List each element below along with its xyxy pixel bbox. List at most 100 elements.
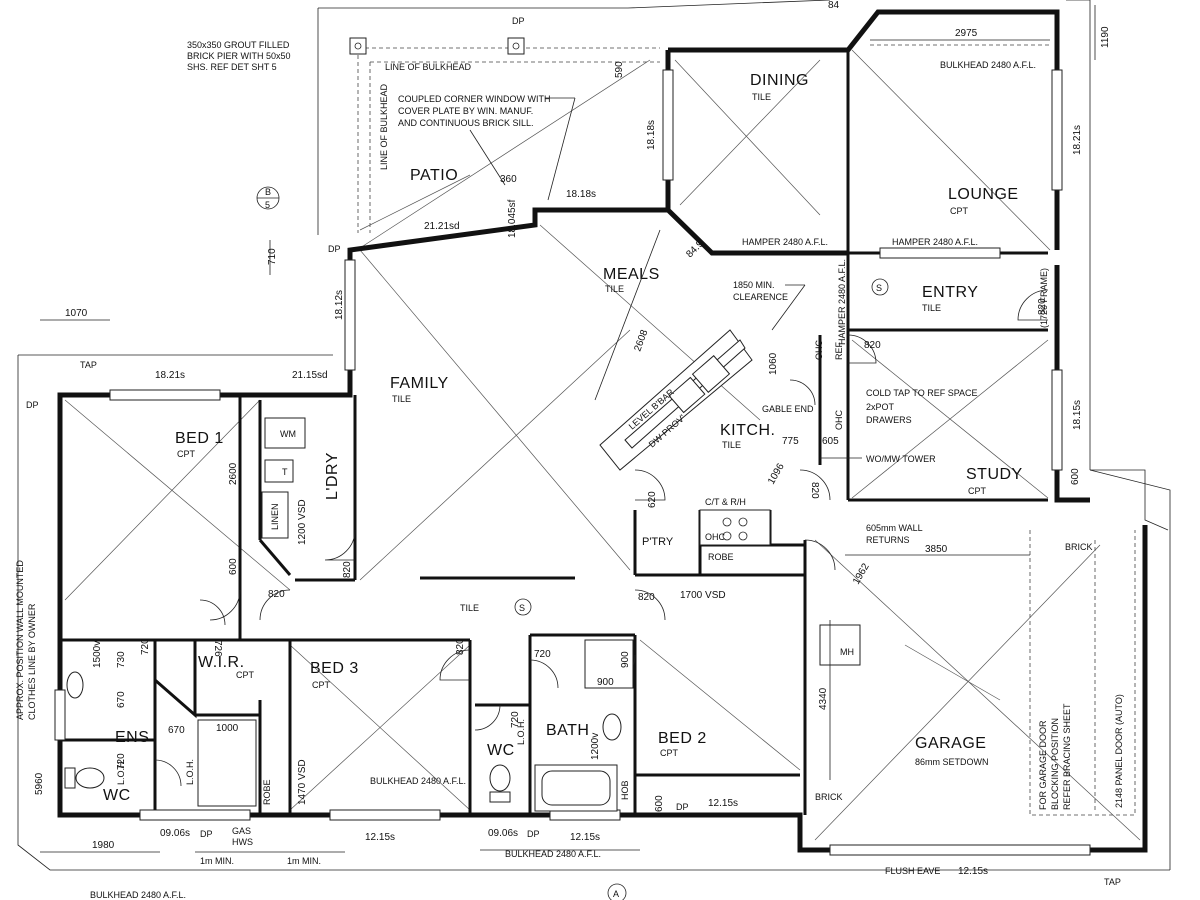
note-bulkhead-left: BULKHEAD 2480 A.F.L. [90, 890, 186, 900]
dim-1215-b: 12.15s [570, 832, 600, 843]
label-section-5: 5 [265, 200, 270, 210]
label-dp-5: DP [527, 829, 540, 839]
note-pier-1: 350x350 GROUT FILLED [187, 40, 290, 50]
dim-726: 726 [212, 640, 223, 657]
dim-1070: 1070 [65, 308, 88, 319]
note-bulkhead-top: BULKHEAD 2480 A.F.L. [940, 60, 1036, 70]
kitchen-island [599, 329, 753, 471]
note-panel-door: 2148 PANEL DOOR (AUTO) [1114, 694, 1124, 808]
windows [54, 69, 1091, 856]
dim-710: 710 [267, 248, 278, 265]
dim-360: 360 [500, 174, 517, 185]
dim-2121: 21.21sd [424, 221, 460, 232]
toilet-wc [489, 764, 511, 792]
note-clearance-1: 1850 MIN. [733, 280, 775, 290]
note-hamper-1: HAMPER 2480 A.F.L. [742, 237, 828, 247]
dim-1500: 1500v [92, 641, 103, 668]
dim-820-laundry: 820 [342, 561, 353, 578]
dim-820-bed3: 820 [455, 638, 466, 655]
dim-775: 775 [782, 436, 799, 447]
room-patio: PATIO [410, 167, 458, 184]
note-bulkhead-bottom: BULKHEAD 2480 A.F.L. [505, 849, 601, 859]
note-clearance-2: CLEARENCE [733, 292, 788, 302]
room-kitchen: KITCH. [720, 422, 775, 439]
note-window-3: AND CONTINUOUS BRICK SILL. [398, 118, 534, 128]
room-entry-finish: TILE [922, 303, 941, 313]
dim-1215-d: 12.15s [958, 866, 988, 877]
note-wall-returns-2: RETURNS [866, 535, 910, 545]
label-linen: LINEN [270, 503, 280, 530]
dim-1200v: 1200v [590, 733, 601, 760]
dim-1815: 18.15s [1072, 400, 1083, 430]
note-tap-2: TAP [1104, 877, 1121, 887]
dim-720-c: 720 [510, 711, 521, 728]
dim-670-a: 670 [116, 691, 127, 708]
dim-900-a: 900 [597, 677, 614, 688]
label-ohc-3: OHC [705, 532, 726, 542]
label-loh-1: L.O.H. [116, 759, 126, 785]
note-flush-eave: FLUSH EAVE [885, 866, 940, 876]
dim-1215-c: 12.15s [708, 798, 738, 809]
label-door-frame: (1720 FRAME) [1039, 268, 1049, 328]
label-ref: REF [834, 341, 844, 360]
room-diagonals [64, 49, 1141, 841]
room-entry: ENTRY [922, 284, 978, 301]
label-dp-3: DP [26, 400, 39, 410]
dim-1821-a: 18.21s [1072, 125, 1083, 155]
toilet-ensuite [75, 767, 105, 789]
dim-1818-b: 18.18s [566, 189, 596, 200]
room-bed-3-finish: CPT [312, 680, 331, 690]
dim-670-b: 670 [168, 725, 185, 736]
label-manhole: MH [840, 647, 854, 657]
room-wir: W.I.R. [198, 654, 245, 671]
dim-1821-b: 18.21s [155, 370, 185, 381]
fixtures [64, 37, 889, 900]
note-hamper-vertical: HAMPER 2480 A.F.L. [837, 259, 847, 345]
room-wc: WC [487, 742, 515, 759]
dim-820-bed1: 820 [268, 589, 285, 600]
note-cold-tap: COLD TAP TO REF SPACE [866, 388, 978, 398]
room-bed-1-finish: CPT [177, 449, 196, 459]
section-marker-a [607, 883, 627, 900]
room-ensuite: ENS [115, 729, 149, 746]
label-section-b: B [265, 187, 271, 197]
note-pot-drawers-2: DRAWERS [866, 415, 912, 425]
note-1m-min-2: 1m MIN. [287, 856, 321, 866]
note-bulkhead-bedroom: BULKHEAD 2480 A.F.L. [370, 776, 466, 786]
label-section-a: A [613, 889, 619, 899]
room-wc-ensuite: WC [103, 787, 131, 804]
dim-820-entry: 820 [1037, 298, 1048, 315]
shower [584, 639, 634, 689]
room-garage: GARAGE [915, 735, 986, 752]
room-garage-finish: 86mm SETDOWN [915, 757, 989, 767]
note-wo-mw-tower: WO/MW TOWER [866, 454, 936, 464]
note-window-2: COVER PLATE BY WIN. MANUF. [398, 106, 533, 116]
dimension-labels: 2975 1190 590 18.18s 18.18s 18.21s 360 1… [34, 0, 1111, 877]
dim-820-bed2: 820 [638, 592, 655, 603]
room-bed-1: BED 1 [175, 430, 224, 447]
dim-720-a: 720 [140, 638, 151, 655]
room-meals-finish: TILE [605, 284, 624, 294]
note-hamper-2: HAMPER 2480 A.F.L. [892, 237, 978, 247]
label-smoke-hall: S [519, 603, 525, 613]
room-family-finish: TILE [392, 394, 411, 404]
note-pot-drawers-1: 2xPOT [866, 402, 895, 412]
label-tub: T [282, 467, 288, 477]
dim-1818-a: 18.18s [646, 120, 657, 150]
dim-18045: 18.045sf [507, 199, 518, 238]
dim-1470-vsd: 1470 VSD [297, 759, 308, 805]
room-dining: DINING [750, 72, 809, 89]
room-study-finish: CPT [968, 486, 987, 496]
dim-1060: 1060 [768, 352, 779, 375]
room-lounge-finish: CPT [950, 206, 969, 216]
note-line-of-bulkhead-vertical: LINE OF BULKHEAD [379, 83, 389, 170]
label-loh-2: L.O.H. [185, 759, 195, 785]
room-labels: DINING TILE LOUNGE CPT PATIO MEALS TILE … [103, 72, 1022, 804]
dim-2975: 2975 [955, 28, 978, 39]
dim-900-b: 900 [620, 651, 631, 668]
dim-820-study: 820 [864, 340, 881, 351]
dim-600-a: 600 [1070, 468, 1081, 485]
dim-1980: 1980 [92, 840, 115, 851]
dim-600-c: 600 [654, 795, 665, 812]
